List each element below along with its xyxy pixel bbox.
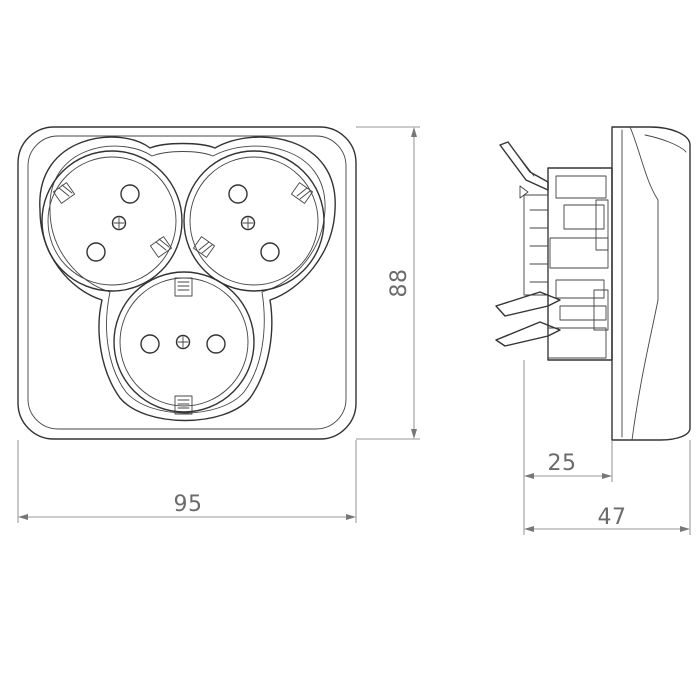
dimension-depth-mechanism: 25 [523, 360, 613, 482]
screw-icon [175, 334, 191, 350]
frame-outer [17, 126, 357, 440]
socket-bottom [113, 271, 255, 415]
pin-hole [206, 334, 226, 354]
mounting-claw-top [499, 141, 549, 191]
ground-clip [174, 395, 193, 415]
frame-inner [27, 135, 347, 430]
mechanism-body [523, 167, 613, 361]
clover-plate-outline [39, 136, 336, 422]
screw-icon [111, 215, 127, 231]
pin-hole [86, 242, 106, 262]
ground-clip [52, 182, 76, 204]
depth-mechanism-label: 25 [548, 451, 577, 476]
pin-hole [228, 184, 248, 204]
screw-icon [240, 215, 256, 231]
width-label: 95 [174, 492, 203, 517]
ground-clip [149, 236, 173, 258]
pin-hole [120, 184, 140, 204]
ground-clip [290, 182, 314, 204]
dimension-width: 95 [17, 440, 357, 523]
pin-hole [140, 334, 160, 354]
dimension-depth-total: 47 [523, 440, 691, 535]
ground-clip [192, 236, 216, 258]
front-view [17, 126, 357, 440]
depth-total-label: 47 [598, 505, 627, 530]
side-view [495, 126, 691, 441]
dimension-height: 88 [356, 126, 420, 440]
height-label: 88 [387, 269, 412, 298]
mounting-claw-lower [495, 291, 561, 317]
cover-plate [611, 126, 691, 441]
socket-top-right [183, 150, 325, 292]
mounting-claw-bottom [495, 321, 561, 347]
ground-clip [174, 277, 193, 297]
clover-plate-inner [49, 145, 326, 414]
pin-hole [260, 242, 280, 262]
socket-top-left [41, 150, 183, 292]
